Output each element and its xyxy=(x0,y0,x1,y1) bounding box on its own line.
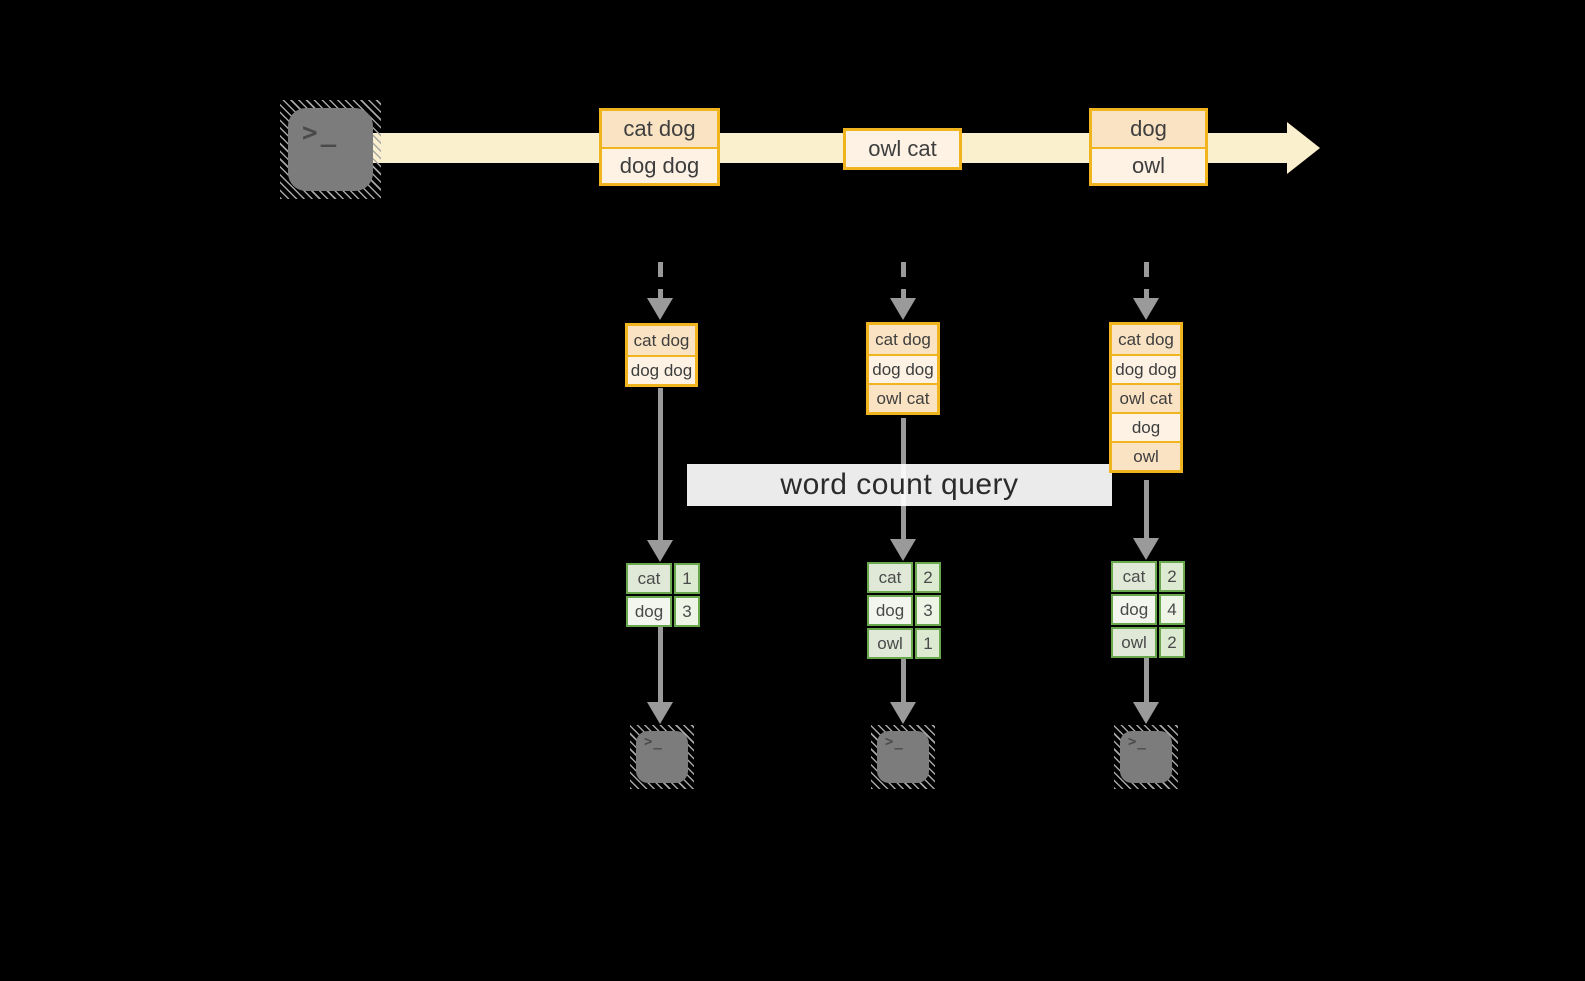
arrow-head-icon xyxy=(890,702,916,724)
terminal-screen: >_ xyxy=(288,108,373,191)
arrow-head-icon xyxy=(647,702,673,724)
count-table-1: cat 1 dog 3 xyxy=(626,563,700,627)
state-row: dog dog xyxy=(869,354,937,383)
terminal-screen: >_ xyxy=(636,731,688,783)
query-label-band: word count query xyxy=(687,464,1112,506)
stream-event-row: cat dog xyxy=(602,111,717,147)
arrow-head-icon xyxy=(1133,538,1159,560)
arrow-head-icon xyxy=(1133,702,1159,724)
stream-event-row: owl cat xyxy=(846,131,959,167)
count-value-cell: 2 xyxy=(1159,627,1185,658)
terminal-prompt-icon: >_ xyxy=(644,734,663,750)
terminal-prompt-icon: >_ xyxy=(1128,734,1147,750)
count-value-cell: 1 xyxy=(915,628,941,659)
state-row: cat dog xyxy=(1112,325,1180,354)
state-row: dog dog xyxy=(628,355,695,384)
count-word-cell: dog xyxy=(626,596,672,627)
terminal-screen: >_ xyxy=(1120,731,1172,783)
stream-event-box-3: dog owl xyxy=(1089,108,1208,186)
count-table-2: cat 2 dog 3 owl 1 xyxy=(867,562,941,659)
stream-event-box-2: owl cat xyxy=(843,128,962,170)
stream-event-row: dog dog xyxy=(602,147,717,183)
stream-arrowhead-icon xyxy=(1287,122,1320,174)
state-row: owl cat xyxy=(1112,383,1180,412)
arrow-line xyxy=(1143,658,1149,704)
state-box-1: cat dog dog dog xyxy=(625,323,698,387)
state-row: cat dog xyxy=(628,326,695,355)
arrow-line xyxy=(1143,480,1149,540)
state-box-2: cat dog dog dog owl cat xyxy=(866,322,940,415)
count-word-cell: cat xyxy=(626,563,672,594)
state-row: owl cat xyxy=(869,383,937,412)
state-row: cat dog xyxy=(869,325,937,354)
count-word-cell: cat xyxy=(1111,561,1157,592)
count-table-3: cat 2 dog 4 owl 2 xyxy=(1111,561,1185,658)
count-word-cell: owl xyxy=(867,628,913,659)
terminal-prompt-icon: >_ xyxy=(302,118,340,148)
count-word-cell: dog xyxy=(867,595,913,626)
count-word-cell: dog xyxy=(1111,594,1157,625)
count-value-cell: 1 xyxy=(674,563,700,594)
stream-event-row: owl xyxy=(1092,147,1205,183)
terminal-screen: >_ xyxy=(877,731,929,783)
count-word-cell: cat xyxy=(867,562,913,593)
arrow-line xyxy=(657,388,663,542)
count-value-cell: 2 xyxy=(915,562,941,593)
state-row: dog xyxy=(1112,412,1180,441)
count-value-cell: 4 xyxy=(1159,594,1185,625)
query-label: word count query xyxy=(780,468,1019,501)
count-value-cell: 2 xyxy=(1159,561,1185,592)
stream-event-box-1: cat dog dog dog xyxy=(599,108,720,186)
count-value-cell: 3 xyxy=(915,595,941,626)
state-box-3: cat dog dog dog owl cat dog owl xyxy=(1109,322,1183,473)
state-row: dog dog xyxy=(1112,354,1180,383)
dashed-arrow-head-icon xyxy=(647,298,673,320)
dashed-arrow-line xyxy=(1143,262,1149,300)
dashed-arrow-head-icon xyxy=(1133,298,1159,320)
arrow-line xyxy=(657,627,663,704)
count-value-cell: 3 xyxy=(674,596,700,627)
count-word-cell: owl xyxy=(1111,627,1157,658)
state-row: owl xyxy=(1112,441,1180,470)
arrow-head-icon xyxy=(890,539,916,561)
source-terminal-icon: >_ xyxy=(280,100,381,199)
sink-terminal-icon-1: >_ xyxy=(630,725,694,789)
arrow-line xyxy=(900,659,906,704)
sink-terminal-icon-2: >_ xyxy=(871,725,935,789)
stream-event-row: dog xyxy=(1092,111,1205,147)
dashed-arrow-head-icon xyxy=(890,298,916,320)
dashed-arrow-line xyxy=(657,262,663,300)
terminal-prompt-icon: >_ xyxy=(885,734,904,750)
sink-terminal-icon-3: >_ xyxy=(1114,725,1178,789)
arrow-head-icon xyxy=(647,540,673,562)
dashed-arrow-line xyxy=(900,262,906,300)
